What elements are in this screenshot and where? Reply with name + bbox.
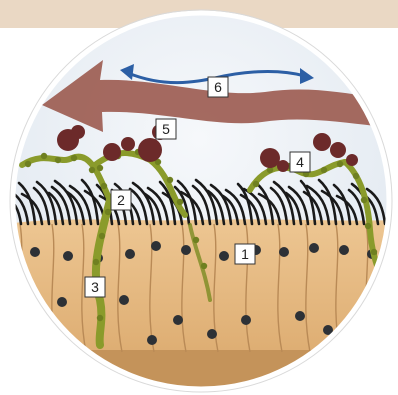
cell-nucleus bbox=[241, 315, 251, 325]
label-4: 4 bbox=[290, 152, 310, 172]
mucus-droplet bbox=[371, 249, 377, 255]
cell-nucleus bbox=[125, 249, 135, 259]
cell-nucleus bbox=[207, 329, 217, 339]
cell-nucleus bbox=[57, 297, 67, 307]
cell-nucleus bbox=[279, 247, 289, 257]
cell-nucleus bbox=[151, 241, 161, 251]
mucus-droplet bbox=[321, 167, 327, 173]
label-2: 2 bbox=[111, 190, 131, 210]
label-5: 5 bbox=[156, 119, 176, 139]
mucus-droplet bbox=[177, 199, 183, 205]
svg-text:5: 5 bbox=[162, 121, 170, 137]
cell-nucleus bbox=[181, 245, 191, 255]
mucus-droplet bbox=[337, 161, 343, 167]
mucus-droplet bbox=[361, 197, 367, 203]
mucus-droplet bbox=[25, 161, 31, 167]
cell-nucleus bbox=[219, 251, 229, 261]
mucus-droplet bbox=[253, 181, 259, 187]
label-3: 3 bbox=[85, 277, 105, 297]
cell-nucleus bbox=[147, 335, 157, 345]
mucus-droplet bbox=[353, 173, 359, 179]
mucus-droplet bbox=[55, 157, 61, 163]
label-1: 1 bbox=[235, 244, 255, 264]
mucus-droplet bbox=[101, 183, 107, 189]
svg-text:6: 6 bbox=[214, 79, 222, 95]
epithelial-cell-layer bbox=[0, 219, 398, 395]
mucus-droplet bbox=[41, 153, 47, 159]
cell-nucleus bbox=[295, 311, 305, 321]
mucus-droplet bbox=[365, 223, 371, 229]
cell-nucleus bbox=[309, 243, 319, 253]
mucus-droplet bbox=[89, 167, 95, 173]
svg-text:2: 2 bbox=[117, 192, 125, 208]
mucus-droplet bbox=[193, 237, 199, 243]
svg-text:3: 3 bbox=[91, 279, 99, 295]
svg-text:4: 4 bbox=[296, 154, 304, 170]
mucus-droplet bbox=[105, 209, 111, 215]
svg-text:1: 1 bbox=[241, 246, 249, 262]
mucus-droplet bbox=[99, 233, 105, 239]
mucus-droplet bbox=[97, 315, 103, 321]
cell-nucleus bbox=[119, 295, 129, 305]
mucus-droplet bbox=[201, 263, 207, 269]
mucus-droplet bbox=[93, 259, 99, 265]
mucus-droplet bbox=[71, 155, 77, 161]
mucus-droplet bbox=[97, 165, 103, 171]
label-6: 6 bbox=[208, 77, 228, 97]
cell-nucleus bbox=[30, 247, 40, 257]
cell-nucleus bbox=[339, 245, 349, 255]
mucus-droplet bbox=[167, 177, 173, 183]
cell-nucleus bbox=[63, 251, 73, 261]
cell-nucleus bbox=[173, 315, 183, 325]
